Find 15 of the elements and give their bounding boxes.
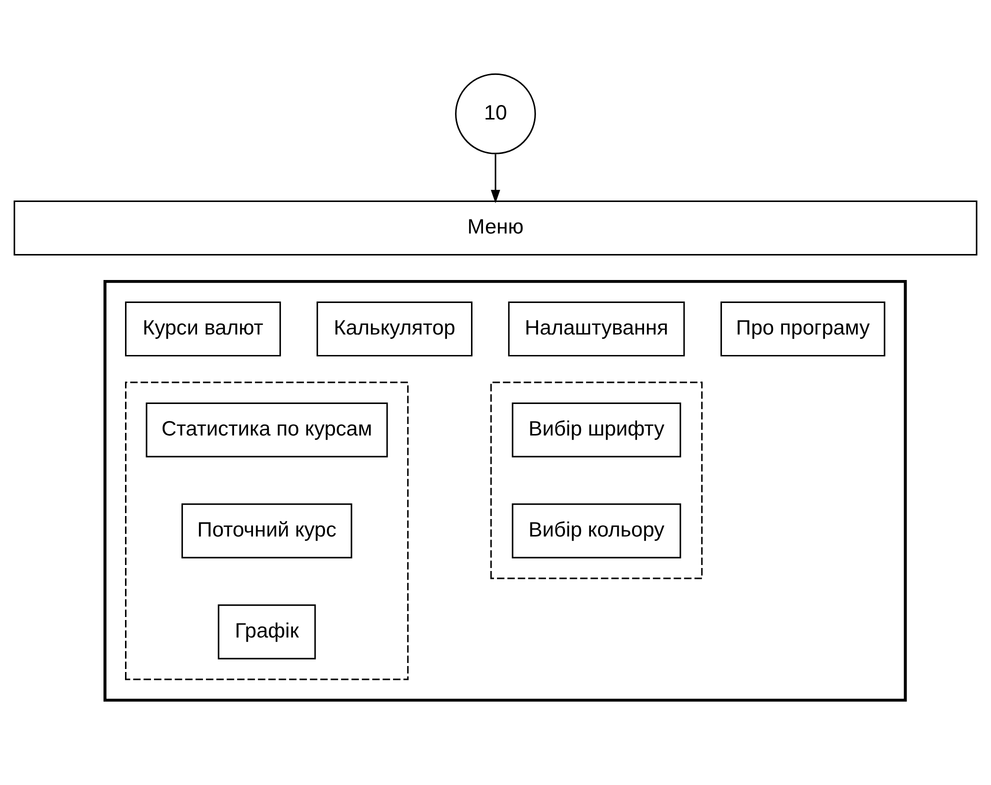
node-circle: 10 <box>455 72 536 154</box>
node-box: Статистика по курсам <box>146 402 388 457</box>
node-box: Налаштування <box>508 300 685 356</box>
node-box: Вибір кольору <box>512 502 682 558</box>
node-box: Графік <box>218 604 316 659</box>
node-box: Меню <box>14 200 978 255</box>
cluster <box>125 381 409 680</box>
cluster <box>103 279 907 702</box>
node-box: Калькулятор <box>316 300 472 356</box>
cluster <box>490 381 703 579</box>
node-box: Курси валют <box>125 300 281 356</box>
arrow <box>490 154 500 203</box>
node-box: Поточний курс <box>181 502 352 558</box>
node-box: Вибір шрифту <box>512 402 682 457</box>
node-box: Про програму <box>720 300 886 356</box>
